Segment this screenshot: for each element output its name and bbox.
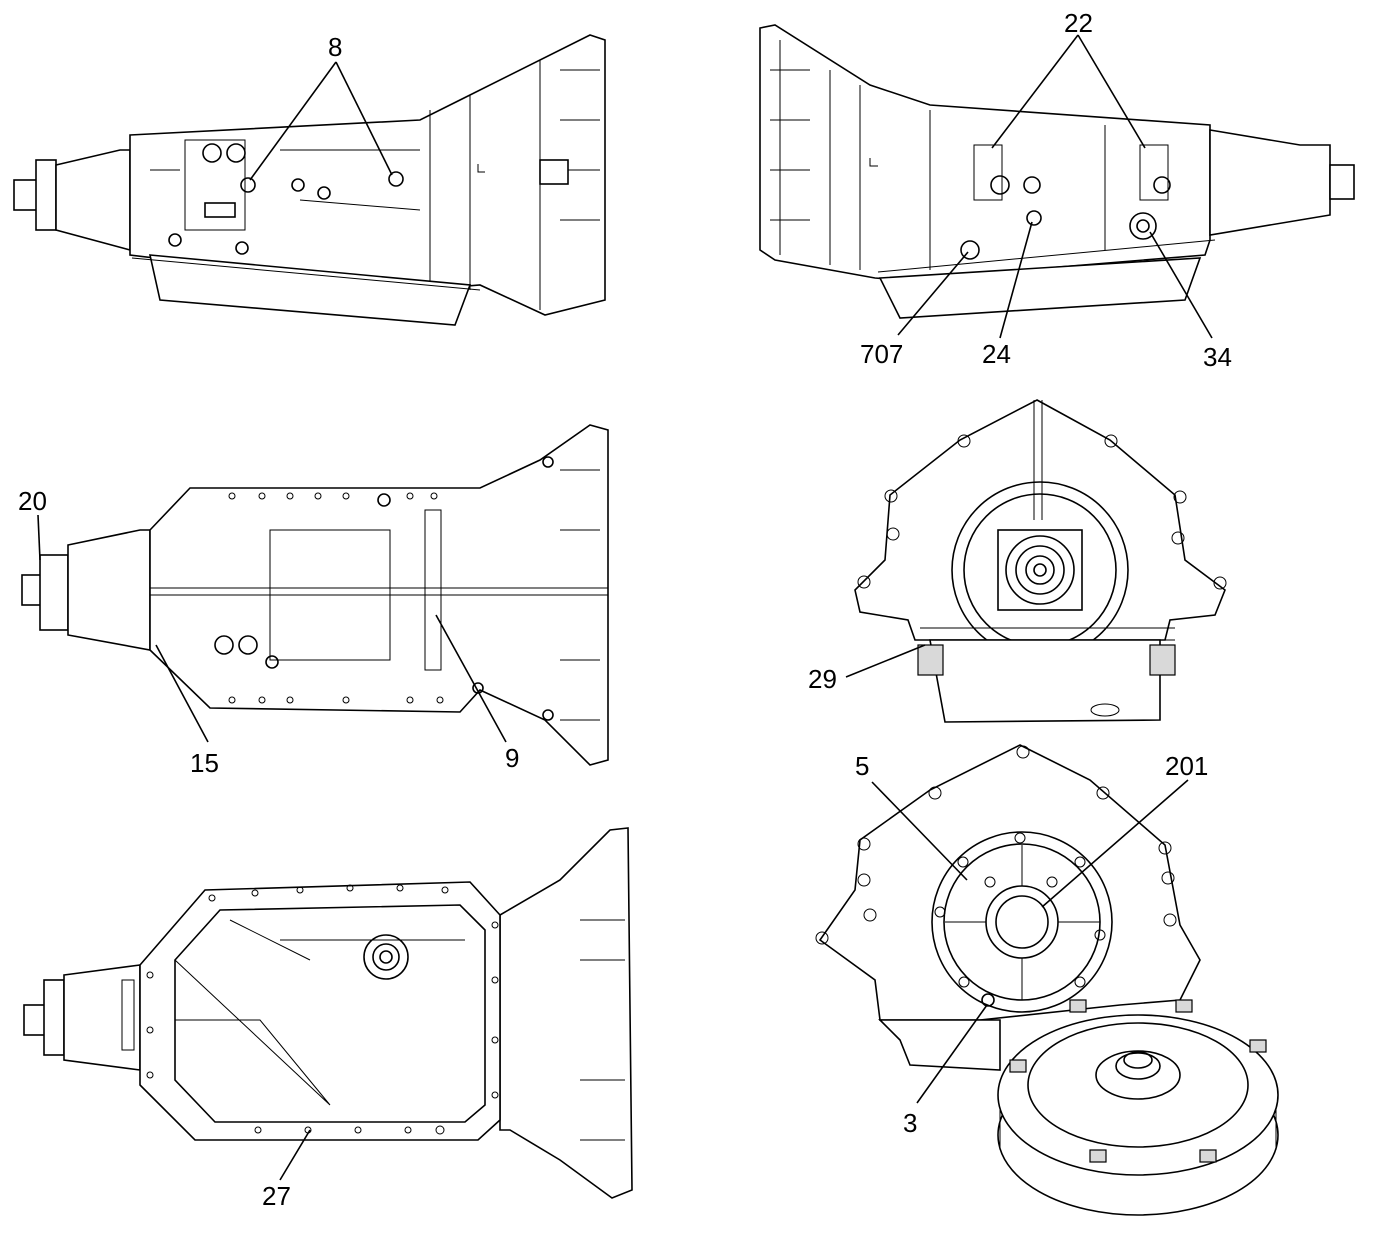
view-bottom-pan (23, 827, 633, 1199)
view-top (21, 424, 609, 766)
callout-9: 9 (505, 743, 519, 773)
callout-22: 22 (1064, 8, 1093, 38)
callout-20: 20 (18, 486, 47, 516)
view-right-side (759, 24, 1355, 319)
callout-201: 201 (1165, 751, 1208, 781)
callout-27: 27 (262, 1181, 291, 1211)
callout-707: 707 (860, 339, 903, 369)
callout-15: 15 (190, 748, 219, 778)
callout-3: 3 (903, 1108, 917, 1138)
view-front-installed (854, 399, 1227, 723)
view-front-converter-removed (815, 744, 1279, 1216)
callout-29: 29 (808, 664, 837, 694)
callout-8: 8 (328, 32, 342, 62)
view-left-side (13, 34, 606, 326)
callout-34: 34 (1203, 342, 1232, 372)
callout-5: 5 (855, 751, 869, 781)
callout-labels: 8 22 707 24 34 20 15 9 29 5 201 3 27 (18, 8, 1232, 1211)
callout-leaders (37, 34, 1213, 1181)
callout-24: 24 (982, 339, 1011, 369)
